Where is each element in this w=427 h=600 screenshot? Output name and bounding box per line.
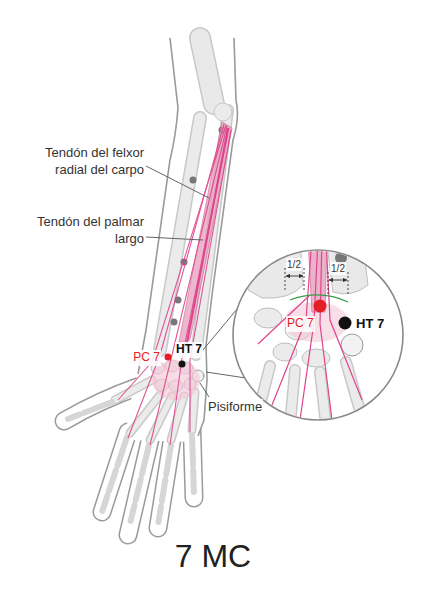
tendon [170, 128, 229, 445]
dimension-line [328, 272, 329, 296]
dimension-line [285, 268, 286, 292]
inset-magnifier [248, 238, 368, 425]
leader-line [146, 166, 209, 198]
finger-outline [102, 432, 128, 512]
inset-magnifier [320, 372, 326, 425]
dimension-label: 1/2 [286, 258, 302, 271]
bone [68, 402, 112, 419]
bone [102, 437, 127, 512]
acupoint-label: HT 7 [175, 342, 203, 358]
bone [200, 38, 214, 104]
inset-magnifier [233, 250, 403, 420]
dimension-line [286, 276, 303, 277]
finger-outline [192, 430, 194, 498]
inset-magnifier [302, 349, 330, 367]
inset-magnifier [258, 238, 362, 420]
meridian-point [190, 177, 197, 184]
leader-line [146, 237, 203, 240]
pc7-point [314, 300, 327, 313]
bone [214, 103, 232, 121]
acupoint-label: PC 7 [286, 316, 315, 332]
bone [192, 392, 195, 430]
dimension-line [348, 272, 349, 296]
acupoint-label: HT 7 [355, 316, 385, 333]
bone [171, 396, 184, 440]
finger-outline [128, 440, 150, 535]
meridian-point [171, 319, 178, 326]
finger-outline [128, 440, 150, 535]
bone [192, 392, 195, 430]
tendon [152, 360, 200, 400]
tendon-label: Tendón del palmar largo [22, 214, 144, 248]
tendon-label: Tendón del felxor radial del carpo [12, 145, 144, 179]
ht7-point [339, 317, 352, 330]
bone [68, 402, 194, 532]
finger-outline [102, 432, 128, 512]
acupoint-label: PC 7 [132, 350, 161, 366]
bone [192, 435, 194, 495]
bone [158, 445, 171, 525]
bone-label: Pisiforme [207, 399, 263, 416]
inset-magnifier [341, 334, 363, 356]
inset-magnifier [320, 372, 326, 425]
caption: 7 MC [175, 536, 251, 578]
inset-magnifier [308, 238, 327, 312]
bone [171, 396, 184, 440]
bone [200, 38, 214, 104]
dimension-label: 1/2 [330, 262, 346, 275]
leader-line [146, 166, 246, 397]
leader-line [200, 383, 209, 397]
inset-magnifier [326, 238, 368, 294]
ht7-point [179, 361, 186, 368]
bone [68, 38, 232, 532]
leader-line [206, 372, 246, 378]
finger-outline [158, 440, 172, 528]
inset-magnifier [248, 238, 303, 298]
bone [128, 445, 149, 532]
dimension-line [329, 280, 347, 281]
pc7-point [165, 354, 172, 361]
tendon [179, 122, 232, 342]
inset-magnifier [233, 238, 403, 425]
finger-outline [192, 430, 194, 498]
dimension-line [304, 268, 305, 292]
finger-outline [158, 440, 172, 528]
